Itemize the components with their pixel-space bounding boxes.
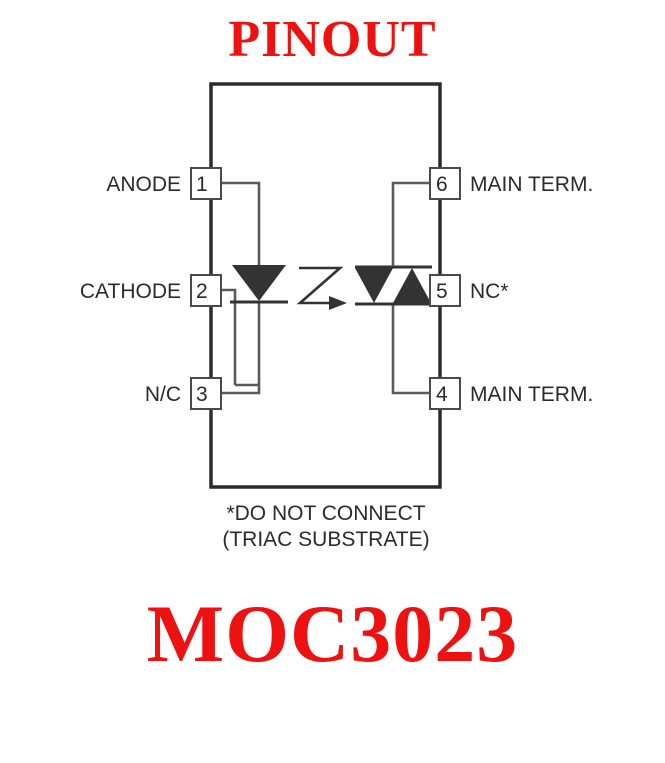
pin-label-5: NC*: [470, 280, 509, 303]
pin-label-6: MAIN TERM.: [470, 173, 593, 196]
wire-pin6-to-triac-top: [391, 181, 440, 267]
wire-pin4-to-triac-bottom: [391, 303, 440, 395]
footnote-line-1: *DO NOT CONNECT: [226, 502, 425, 525]
pin-number-4: 4: [436, 383, 448, 406]
pin-label-4: MAIN TERM.: [470, 383, 593, 406]
page-title: PINOUT: [228, 11, 437, 68]
pin-box-1[interactable]: 1: [190, 167, 222, 200]
pin-box-5[interactable]: 5: [429, 274, 461, 307]
wire-pin3-to-led-cathode: [211, 302, 261, 395]
pin-number-2: 2: [196, 280, 208, 303]
pin-box-2[interactable]: 2: [190, 274, 222, 307]
wire-pin1-to-led-anode: [211, 181, 261, 265]
pin-number-6: 6: [436, 173, 448, 196]
part-number-label: MOC3023: [146, 588, 519, 679]
light-coupling-arrow-icon: [296, 266, 347, 310]
triac-left-triangle: [355, 268, 393, 303]
pin-box-4[interactable]: 4: [429, 377, 461, 410]
pin-box-3[interactable]: 3: [190, 377, 222, 410]
pin-number-3: 3: [196, 383, 208, 406]
led-diode-symbol: [232, 265, 286, 301]
pin-number-1: 1: [196, 173, 208, 196]
pin-box-6[interactable]: 6: [429, 167, 461, 200]
pin-label-3: N/C: [145, 383, 181, 406]
footnote-line-2: (TRIAC SUBSTRATE): [222, 528, 429, 551]
pin-number-5: 5: [436, 280, 448, 303]
pin-label-2: CATHODE: [80, 280, 181, 303]
triac-right-triangle: [393, 268, 431, 303]
pin-label-1: ANODE: [106, 173, 181, 196]
